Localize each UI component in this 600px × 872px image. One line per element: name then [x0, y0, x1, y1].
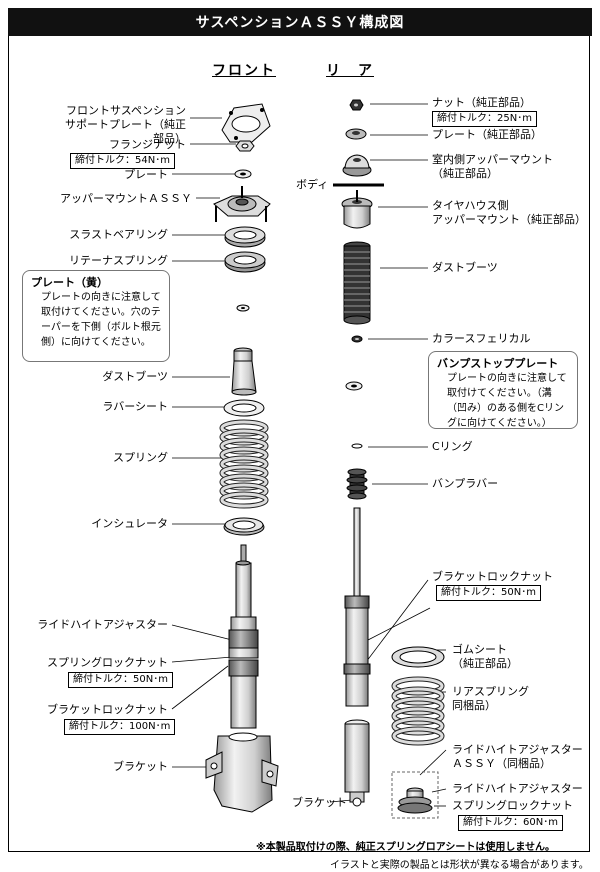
label-front-retainer-spring: リテーナスプリング: [69, 254, 168, 267]
label-front-support-plate: フロントサスペンション サポートプレート（純正部品）: [65, 104, 186, 145]
rear-upper-mount-cabin: [342, 154, 372, 177]
rear-c-ring: [351, 443, 363, 449]
label-rear-nut: ナット（純正部品）: [432, 96, 531, 109]
label-front-insulator: インシュレータ: [91, 517, 168, 530]
rear-bump-stop-note-title: バンプストッププレート: [437, 357, 559, 370]
front-plate: [234, 169, 252, 179]
front-heading: フロント: [212, 63, 276, 79]
torque-rear-spring-lock-nut: 締付トルク：60N･m: [458, 815, 563, 831]
torque-rear-bracket-lock-nut: 締付トルク：50N･m: [436, 585, 541, 601]
torque-rear-nut: 締付トルク：25N･m: [432, 111, 537, 127]
rear-rubber-seat: [391, 646, 445, 668]
label-front-dust-boot: ダストブーツ: [102, 370, 168, 383]
leader-lines: [171, 103, 447, 807]
label-rear-collar: カラースフェリカル: [432, 332, 531, 345]
diagram-title: サスペンションＡＳＳＹ構成図: [8, 8, 592, 36]
front-spring: [219, 419, 269, 506]
label-front-flange-nut: フランジナット: [109, 138, 186, 151]
front-plate-note-body: プレートの向きに注意して取付けてください。穴のテーパーを下側（ボルト根元側）に向…: [41, 292, 161, 348]
rear-ride-height-assy: [391, 771, 439, 819]
rear-nut: [349, 99, 364, 111]
label-front-rubber-seat: ラバーシート: [102, 400, 168, 413]
label-rear-ride-height-adjuster: ライドハイトアジャスター: [452, 782, 583, 795]
front-plate-yellow: [236, 304, 250, 312]
front-dust-boot: [231, 347, 257, 396]
label-rear-bump-rubber: バンプラバー: [432, 477, 499, 490]
front-retainer-spring: [224, 251, 266, 273]
rear-bump-stop-note-body: プレートの向きに注意して取付けてください。（溝（凹み）のある側をCリングに向けて…: [447, 373, 567, 429]
label-front-thrust-bearing: スラストベアリング: [69, 228, 168, 241]
label-rear-bracket-lock-nut: ブラケットロックナット: [432, 570, 553, 583]
label-rear-c-ring: Cリング: [432, 440, 473, 453]
rear-heading: リ ア: [326, 63, 374, 79]
rear-dust-boot: [343, 241, 371, 325]
label-front-spring: スプリング: [113, 451, 168, 464]
label-rear-bracket: ブラケット: [292, 796, 347, 809]
front-bracket: [205, 732, 279, 813]
label-rear-ride-height-assy: ライドハイトアジャスター ＡＳＳＹ（同梱品）: [452, 743, 583, 770]
label-front-spring-lock-nut: スプリングロックナット: [47, 656, 168, 669]
front-upper-mount: [213, 186, 271, 222]
label-front-ride-height-adjuster: ライドハイトアジャスター: [37, 618, 168, 631]
rear-bracket: [344, 719, 370, 807]
rear-bump-stop-note: バンプストッププレート プレートの向きに注意して取付けてください。（溝（凹み）の…: [428, 351, 578, 429]
rear-bump-stop-plate: [345, 381, 363, 391]
rear-plate: [345, 128, 367, 140]
label-front-upper-mount: アッパーマウントＡＳＳＹ: [60, 192, 192, 205]
rear-collar-spherical: [351, 335, 363, 343]
front-plate-note-title: プレート（黄）: [31, 276, 108, 289]
torque-front-flange-nut: 締付トルク：54N･m: [70, 153, 175, 169]
front-flange-nut: [235, 140, 255, 152]
rear-bump-rubber: [346, 468, 368, 500]
front-rubber-seat: [223, 399, 265, 417]
label-front-bracket-lock-nut: ブラケットロックナット: [47, 703, 168, 716]
torque-front-bracket-lock-nut: 締付トルク：100N･m: [64, 719, 176, 735]
diagram-frame: [8, 36, 590, 852]
label-rear-upper-mount-cabin: 室内側アッパーマウント （純正部品）: [432, 153, 553, 180]
label-front-plate: プレート: [124, 168, 168, 181]
label-rear-body: ボディ: [296, 178, 329, 191]
torque-front-spring-lock-nut: 締付トルク：50N･m: [68, 672, 173, 688]
label-rear-plate: プレート（純正部品）: [432, 128, 542, 141]
front-insulator: [223, 517, 265, 536]
label-rear-dust-boot: ダストブーツ: [432, 261, 498, 274]
label-front-bracket: ブラケット: [113, 760, 168, 773]
footer-note: ※本製品取付けの際、純正スプリングロアシートは使用しません。: [256, 842, 556, 853]
rear-spring: [391, 676, 445, 743]
front-shock-absorber: [228, 544, 259, 729]
front-thrust-bearing: [224, 226, 266, 248]
front-support-plate: [221, 103, 271, 143]
footer-disclaimer: イラストと実際の製品とは形状が異なる場合があります。: [330, 860, 589, 871]
label-rear-spring-lock-nut: スプリングロックナット: [452, 799, 573, 812]
label-rear-spring: リアスプリング 同梱品）: [452, 685, 529, 712]
label-rear-rubber-seat: ゴムシート （純正部品）: [452, 643, 518, 670]
label-rear-upper-mount-tire: タイヤハウス側 アッパーマウント（純正部品）: [432, 199, 586, 226]
front-plate-note: プレート（黄） プレートの向きに注意して取付けてください。穴のテーパーを下側（ボ…: [22, 270, 170, 362]
rear-upper-mount-tire: [341, 190, 373, 229]
rear-shock-absorber: [343, 507, 371, 707]
